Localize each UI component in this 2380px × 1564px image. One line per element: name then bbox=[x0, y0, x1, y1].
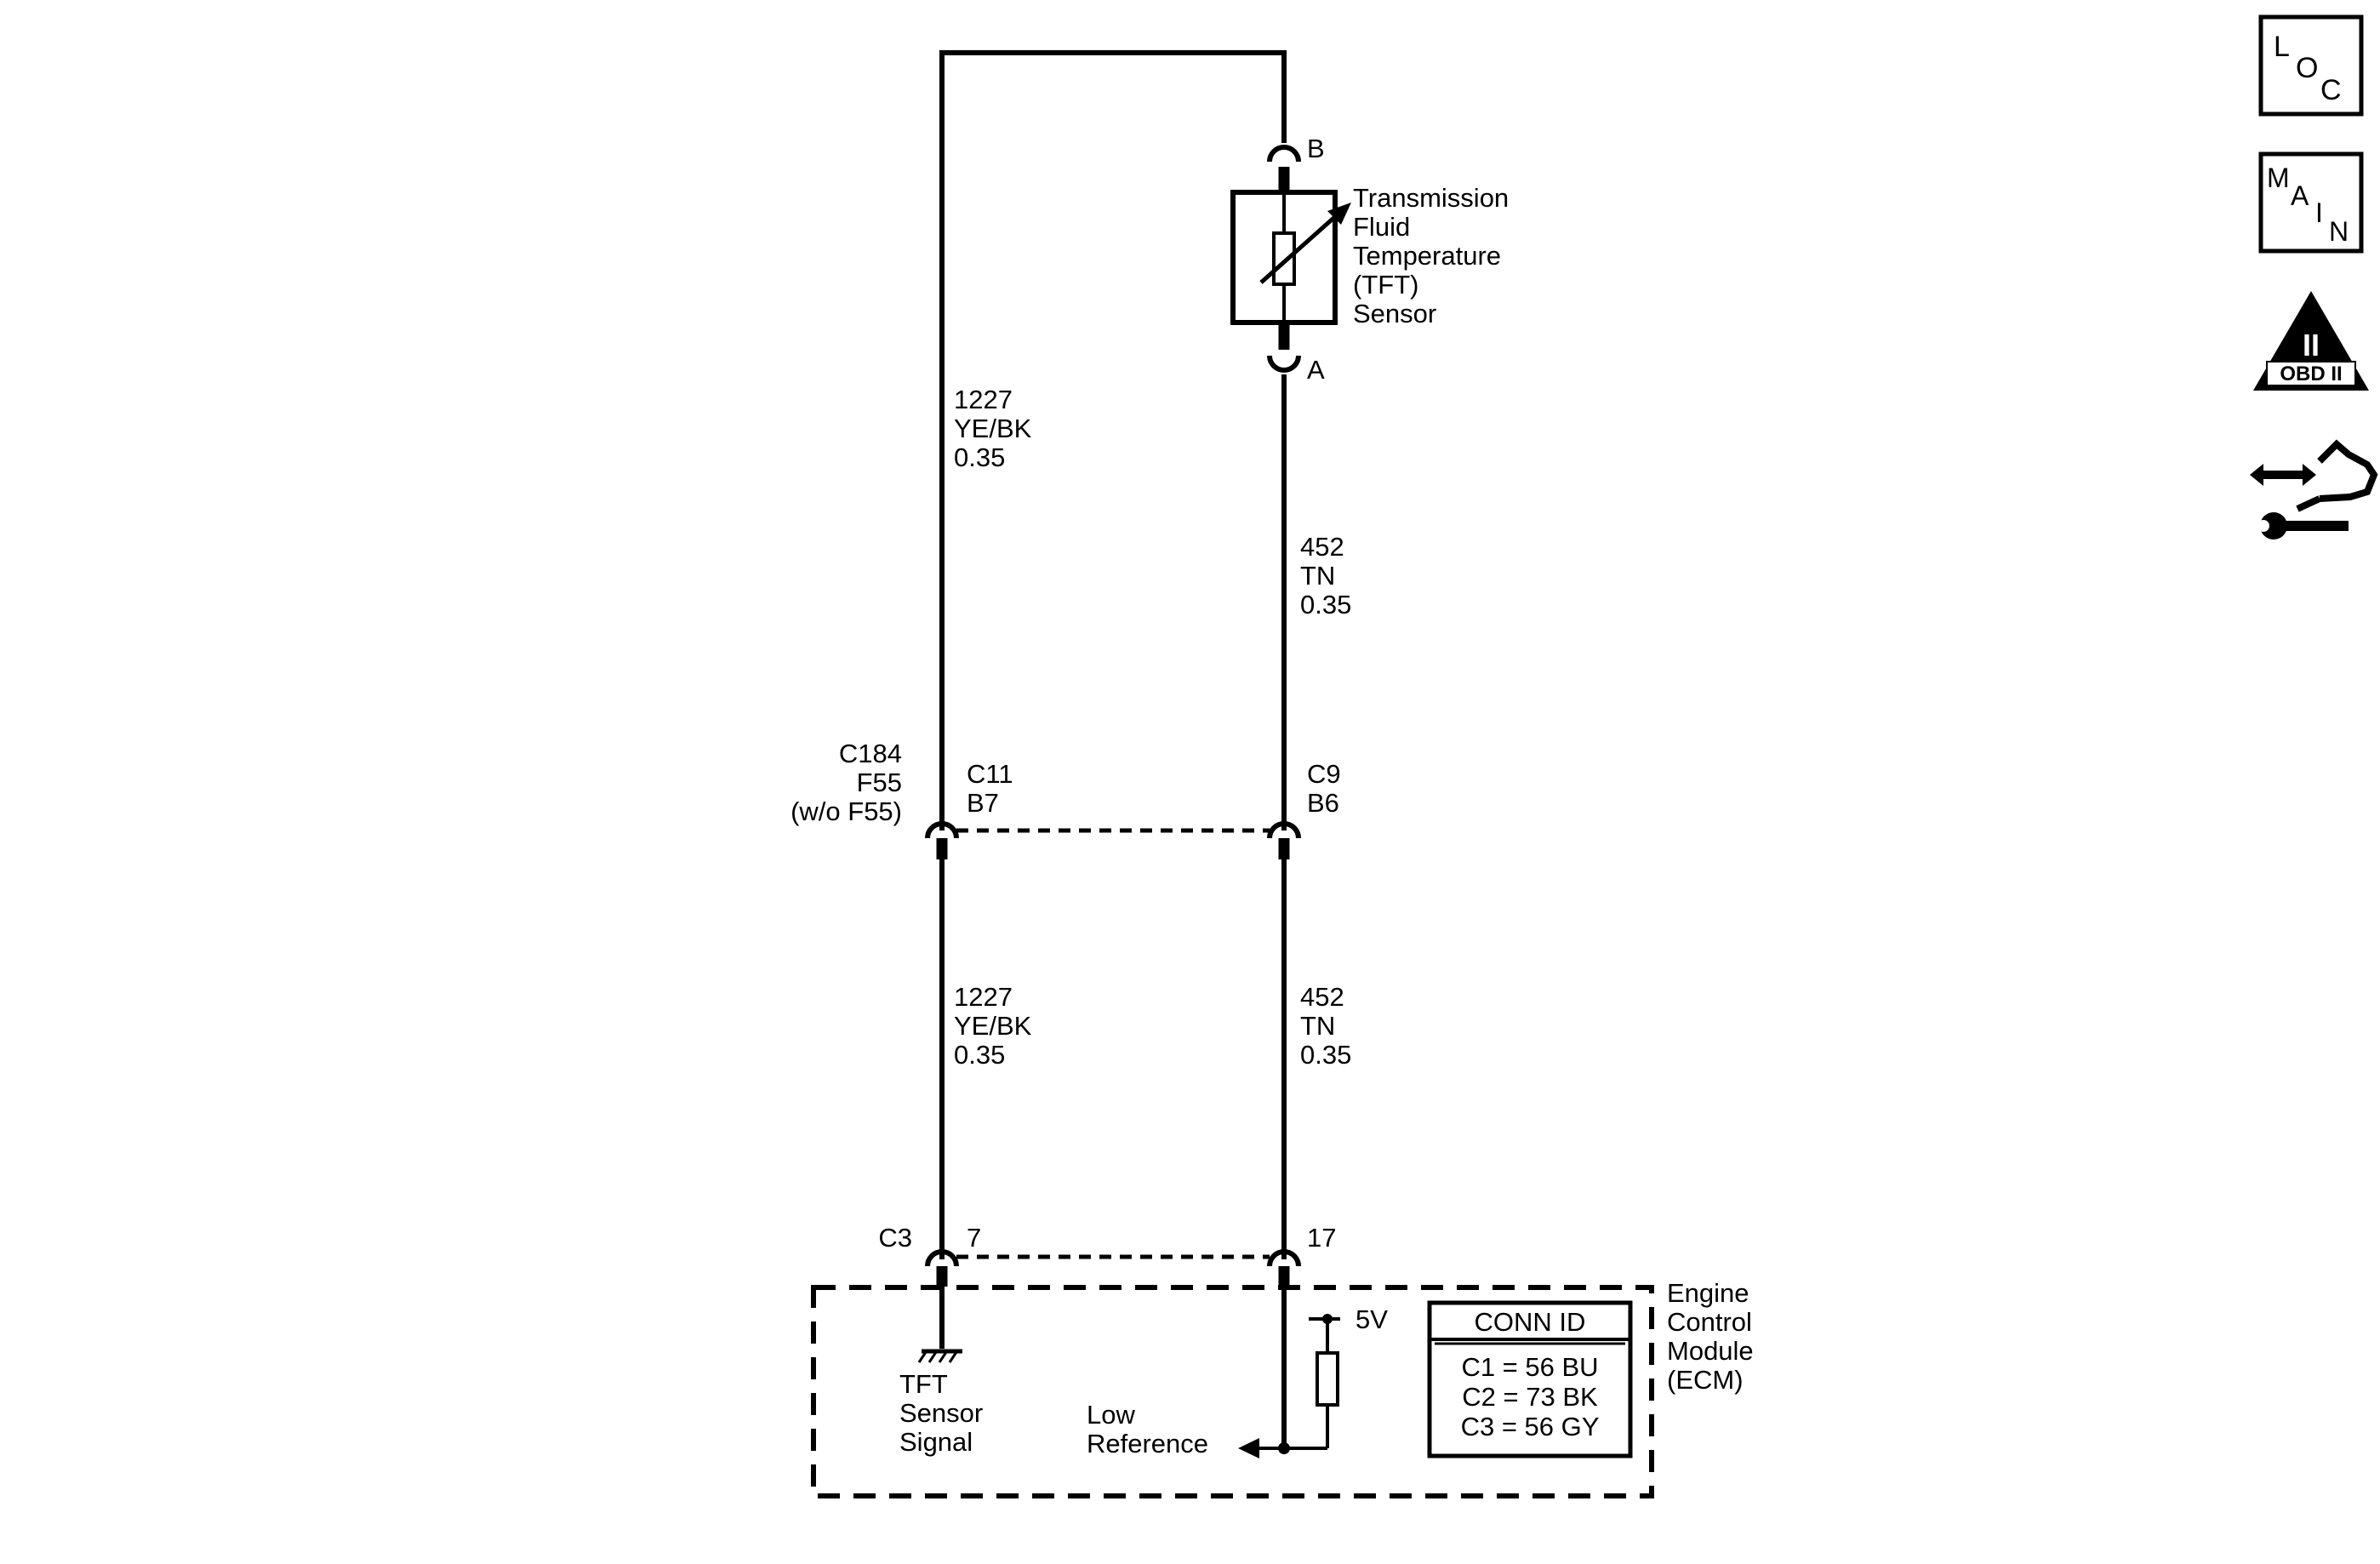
connector-c184-right-pins: C9 B6 bbox=[1307, 759, 1341, 818]
low-reference-arrow-icon bbox=[1238, 1438, 1259, 1458]
svg-text:(ECM): (ECM) bbox=[1667, 1365, 1744, 1395]
wire-label-left-upper: 1227 YE/BK 0.35 bbox=[954, 385, 1032, 472]
svg-text:YE/BK: YE/BK bbox=[954, 414, 1032, 443]
sensor-pin-b-label: B bbox=[1307, 134, 1325, 163]
svg-text:B6: B6 bbox=[1307, 788, 1339, 818]
main-letter-a: A bbox=[2291, 180, 2309, 211]
connector-c184-left-pins: C11 B7 bbox=[967, 759, 1013, 818]
svg-text:Reference: Reference bbox=[1087, 1429, 1208, 1458]
wire-label-right-lower: 452 TN 0.35 bbox=[1300, 982, 1351, 1070]
svg-text:TN: TN bbox=[1300, 561, 1335, 591]
svg-text:Engine: Engine bbox=[1667, 1278, 1749, 1308]
svg-text:452: 452 bbox=[1300, 532, 1344, 562]
svg-text:(w/o F55): (w/o F55) bbox=[790, 796, 902, 826]
low-reference-label: Low Reference bbox=[1087, 1400, 1208, 1458]
svg-text:II: II bbox=[2303, 328, 2320, 362]
connector-c3 bbox=[925, 1249, 1301, 1287]
svg-text:Fluid: Fluid bbox=[1353, 212, 1410, 242]
connector-c184 bbox=[925, 821, 1301, 859]
loc-letter-l: L bbox=[2274, 31, 2290, 63]
tft-sensor-signal-label: TFT Sensor Signal bbox=[899, 1369, 983, 1457]
svg-text:Transmission: Transmission bbox=[1353, 183, 1509, 213]
svg-text:1227: 1227 bbox=[954, 982, 1013, 1012]
connector-end-view-tool-icon bbox=[2250, 439, 2378, 539]
loc-button[interactable]: L O C bbox=[2258, 14, 2364, 117]
conn-id-row-c2: C2 = 73 BK bbox=[1462, 1382, 1598, 1412]
svg-text:0.35: 0.35 bbox=[1300, 590, 1351, 619]
svg-text:B7: B7 bbox=[967, 788, 999, 818]
svg-text:C184: C184 bbox=[839, 739, 902, 768]
svg-text:C11: C11 bbox=[967, 759, 1013, 789]
svg-text:Control: Control bbox=[1667, 1307, 1752, 1337]
svg-text:0.35: 0.35 bbox=[954, 1040, 1005, 1070]
conn-id-table: CONN ID C1 = 56 BU C2 = 73 BK C3 = 56 GY bbox=[1427, 1300, 1633, 1458]
connector-c3-pin-7: 7 bbox=[967, 1223, 981, 1253]
connector-c3-label: C3 bbox=[878, 1223, 912, 1253]
svg-text:Sensor: Sensor bbox=[1353, 299, 1436, 328]
main-letter-i: I bbox=[2315, 197, 2323, 228]
svg-text:Temperature: Temperature bbox=[1353, 241, 1501, 271]
wire-label-right-upper: 452 TN 0.35 bbox=[1300, 532, 1351, 619]
loc-letter-c: C bbox=[2320, 74, 2342, 106]
svg-text:Sensor: Sensor bbox=[899, 1398, 983, 1428]
main-letter-n: N bbox=[2329, 216, 2349, 247]
ecm-voltage-label: 5V bbox=[1356, 1304, 1388, 1334]
sensor-resistor bbox=[1272, 231, 1296, 286]
loc-letter-o: O bbox=[2296, 52, 2318, 84]
pull-up-resistor bbox=[1316, 1351, 1339, 1407]
sensor-pin-a-label: A bbox=[1307, 355, 1325, 385]
svg-text:OBD II: OBD II bbox=[2280, 362, 2342, 385]
wire-label-left-lower: 1227 YE/BK 0.35 bbox=[954, 982, 1032, 1070]
tft-sensor bbox=[1230, 145, 1351, 373]
wire-loop-top bbox=[939, 50, 1287, 831]
connector-c3-pin-17: 17 bbox=[1307, 1223, 1336, 1253]
chassis-ground-icon bbox=[917, 1349, 962, 1363]
svg-text:0.35: 0.35 bbox=[954, 442, 1005, 472]
svg-text:Module: Module bbox=[1667, 1336, 1754, 1366]
svg-text:TN: TN bbox=[1300, 1011, 1335, 1041]
sensor-pin-a-terminal bbox=[1267, 355, 1301, 373]
ecm-boundary bbox=[811, 1285, 1654, 1498]
svg-text:C9: C9 bbox=[1307, 759, 1341, 789]
svg-text:Low: Low bbox=[1087, 1400, 1135, 1430]
variable-arrow-icon bbox=[1259, 203, 1351, 284]
main-letter-m: M bbox=[2267, 163, 2290, 193]
svg-text:YE/BK: YE/BK bbox=[954, 1011, 1032, 1041]
svg-text:1227: 1227 bbox=[954, 385, 1013, 414]
svg-text:TFT: TFT bbox=[899, 1369, 948, 1399]
low-reference-circuit bbox=[1238, 1287, 1340, 1458]
connector-c184-label: C184 F55 (w/o F55) bbox=[790, 739, 902, 826]
sensor-pin-b-terminal bbox=[1267, 145, 1301, 163]
main-button[interactable]: M A I N bbox=[2258, 151, 2364, 254]
svg-text:F55: F55 bbox=[857, 768, 902, 797]
svg-text:452: 452 bbox=[1300, 982, 1344, 1012]
svg-text:Signal: Signal bbox=[899, 1427, 973, 1457]
conn-id-row-c3: C3 = 56 GY bbox=[1461, 1412, 1600, 1441]
obd-ii-button[interactable]: II OBD II bbox=[2253, 291, 2369, 391]
tft-signal-circuit bbox=[917, 1287, 962, 1363]
svg-text:0.35: 0.35 bbox=[1300, 1040, 1351, 1070]
voltage-node bbox=[1322, 1314, 1333, 1324]
svg-text:(TFT): (TFT) bbox=[1353, 270, 1418, 300]
conn-id-row-c1: C1 = 56 BU bbox=[1461, 1352, 1598, 1382]
conn-id-title: CONN ID bbox=[1475, 1307, 1586, 1337]
connector-end-view-tool-button[interactable] bbox=[2250, 439, 2378, 539]
sensor-name-label: Transmission Fluid Temperature (TFT) Sen… bbox=[1353, 183, 1509, 328]
ecm-name-label: Engine Control Module (ECM) bbox=[1667, 1278, 1754, 1395]
